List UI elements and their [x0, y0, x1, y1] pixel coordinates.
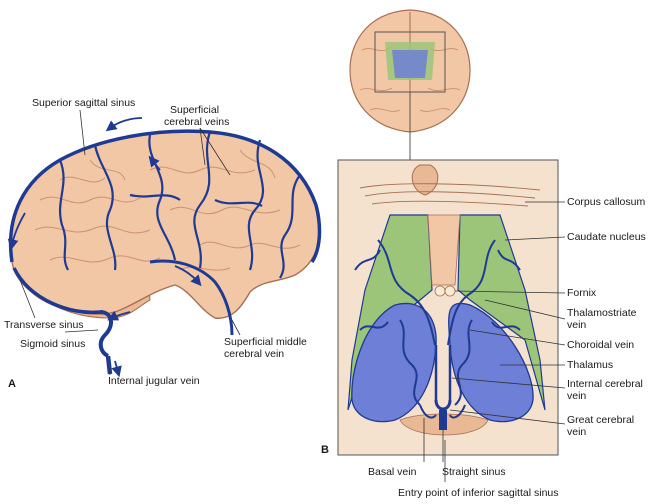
- label-internal-cerebral-vein: Internal cerebral: [567, 378, 643, 390]
- label-superficial-middle-cerebral-vein: Superficial middle: [224, 336, 307, 348]
- label-choroidal-vein: Choroidal vein: [567, 339, 635, 351]
- label-great-cerebral-vein-2: vein: [567, 426, 587, 438]
- label-internal-jugular-vein: Internal jugular vein: [108, 375, 200, 387]
- label-corpus-callosum: Corpus callosum: [567, 196, 646, 208]
- label-superior-sagittal-sinus: Superior sagittal sinus: [32, 97, 136, 109]
- flow-arrow: [7, 212, 26, 251]
- flow-arrow: [148, 155, 161, 171]
- label-fornix: Fornix: [567, 287, 597, 299]
- thalamus-right: [448, 302, 534, 423]
- label-entry-point-inferior-sagittal-sinus: Entry point of inferior sagittal sinus: [398, 487, 559, 499]
- label-straight-sinus: Straight sinus: [442, 466, 506, 478]
- cerebrum-lateral: [9, 130, 321, 319]
- superficial-middle-cerebral-vein: [149, 259, 234, 336]
- label-superficial-cerebral-veins-2: cerebral veins: [164, 116, 230, 128]
- label-transverse-sinus: Transverse sinus: [4, 319, 84, 331]
- flow-arrow: [105, 117, 143, 132]
- label-thalamus: Thalamus: [567, 359, 614, 371]
- flow-arrow: [111, 360, 122, 378]
- label-basal-vein: Basal vein: [368, 466, 417, 478]
- label-thalamostriate-vein-2: vein: [567, 319, 587, 331]
- transverse-sinus: [12, 267, 101, 315]
- panel-letter-a: A: [8, 378, 16, 390]
- sigmoid-sinus: [98, 310, 113, 358]
- basal-vein: [419, 404, 466, 419]
- label-thalamostriate-vein: Thalamostriate: [567, 307, 637, 319]
- label-great-cerebral-vein: Great cerebral: [567, 414, 635, 426]
- lateral-brain: [7, 117, 322, 378]
- flow-arrow: [107, 310, 131, 321]
- great-cerebral-vein: [434, 399, 452, 411]
- straight-sinus: [439, 410, 447, 430]
- fornix: [434, 285, 446, 297]
- axial-section-panel: [337, 159, 559, 456]
- flow-arrow: [174, 265, 202, 287]
- label-superficial-cerebral-veins: Superficial: [170, 104, 220, 116]
- superior-sagittal-sinus: [8, 129, 322, 263]
- internal-cerebral-vein: [434, 345, 452, 400]
- panel-letter-b: B: [321, 444, 329, 456]
- label-internal-cerebral-vein-2: vein: [567, 390, 587, 402]
- axial-brain-overview: [349, 9, 471, 160]
- label-superficial-middle-cerebral-vein-2: cerebral vein: [224, 348, 285, 360]
- label-caudate-nucleus: Caudate nucleus: [567, 231, 646, 243]
- label-sigmoid-sinus: Sigmoid sinus: [20, 338, 86, 350]
